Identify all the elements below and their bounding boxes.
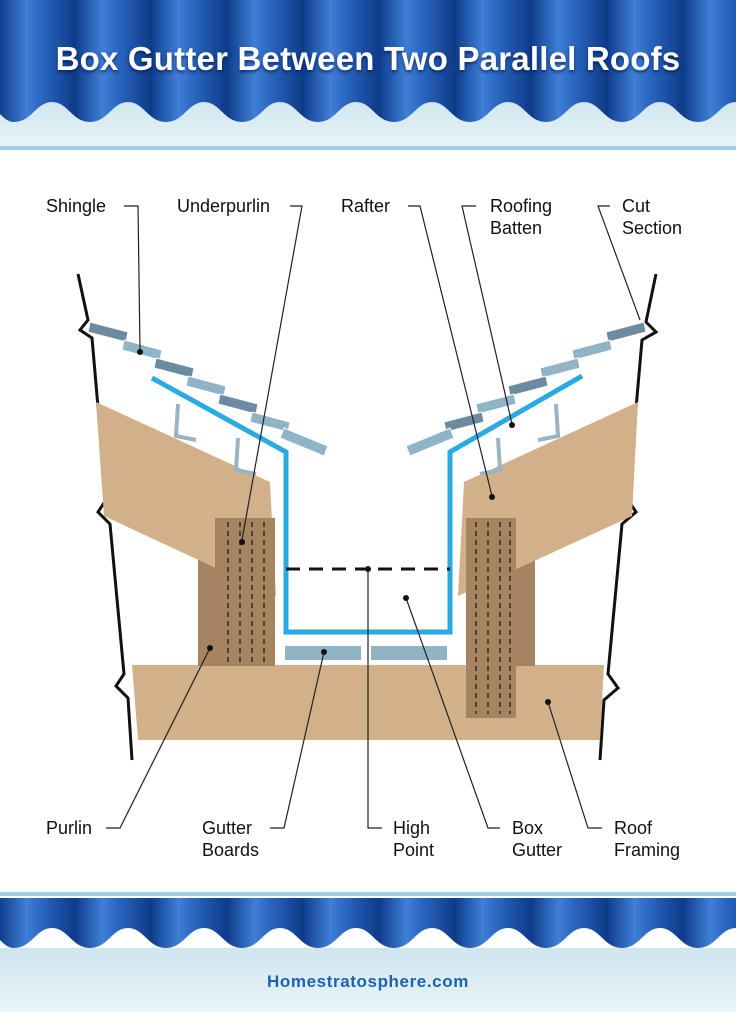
label-box-gutter-line2: Gutter: [512, 840, 563, 860]
banner-tiles-bottom: [0, 898, 736, 948]
label-shingle: Shingle: [46, 196, 107, 216]
banner-rule: [0, 146, 736, 150]
shingles-left: [87, 321, 329, 457]
label-purlin: Purlin: [46, 818, 93, 838]
label-high-point-line1: High: [393, 818, 431, 838]
label-box-gutter-line1: Box: [512, 818, 544, 838]
label-underpurlin: Underpurlin: [177, 196, 271, 216]
underpurlin-grain: [227, 522, 511, 714]
cut-section-left-outline: [76, 273, 134, 761]
banner-light-strip-bottom: [0, 948, 736, 1012]
leader-lines: [106, 205, 641, 829]
top-tile-banner: [0, 0, 736, 150]
underpurlin-right: [466, 518, 516, 718]
cut-section-right-outline: [598, 273, 659, 761]
gutter-board-right: [371, 646, 447, 660]
leader-dots: [137, 349, 551, 705]
underpurlin-left: [215, 518, 275, 666]
label-roof-framing-line1: Roof: [614, 818, 653, 838]
label-roof-framing-line2: Framing: [614, 840, 681, 860]
banner-rule-bottom: [0, 892, 736, 896]
label-cut-section-line2: Section: [622, 218, 683, 238]
label-roofing-batten-line2: Batten: [490, 218, 543, 238]
label-roofing-batten-line1: Roofing: [490, 196, 553, 216]
roofing-battens: [173, 403, 561, 476]
label-cut-section-line1: Cut: [622, 196, 651, 216]
label-gutter-boards-line2: Boards: [202, 840, 260, 860]
label-gutter-boards-line1: Gutter: [202, 818, 253, 838]
label-high-point-line2: Point: [393, 840, 435, 860]
bottom-tile-banner: [0, 892, 736, 1012]
website-link[interactable]: Homestratosphere.com: [267, 972, 469, 991]
banner-tiles: [0, 0, 736, 122]
label-rafter: Rafter: [341, 196, 391, 216]
page-title: Box Gutter Between Two Parallel Roofs: [55, 40, 681, 77]
shingles-right: [405, 321, 647, 457]
